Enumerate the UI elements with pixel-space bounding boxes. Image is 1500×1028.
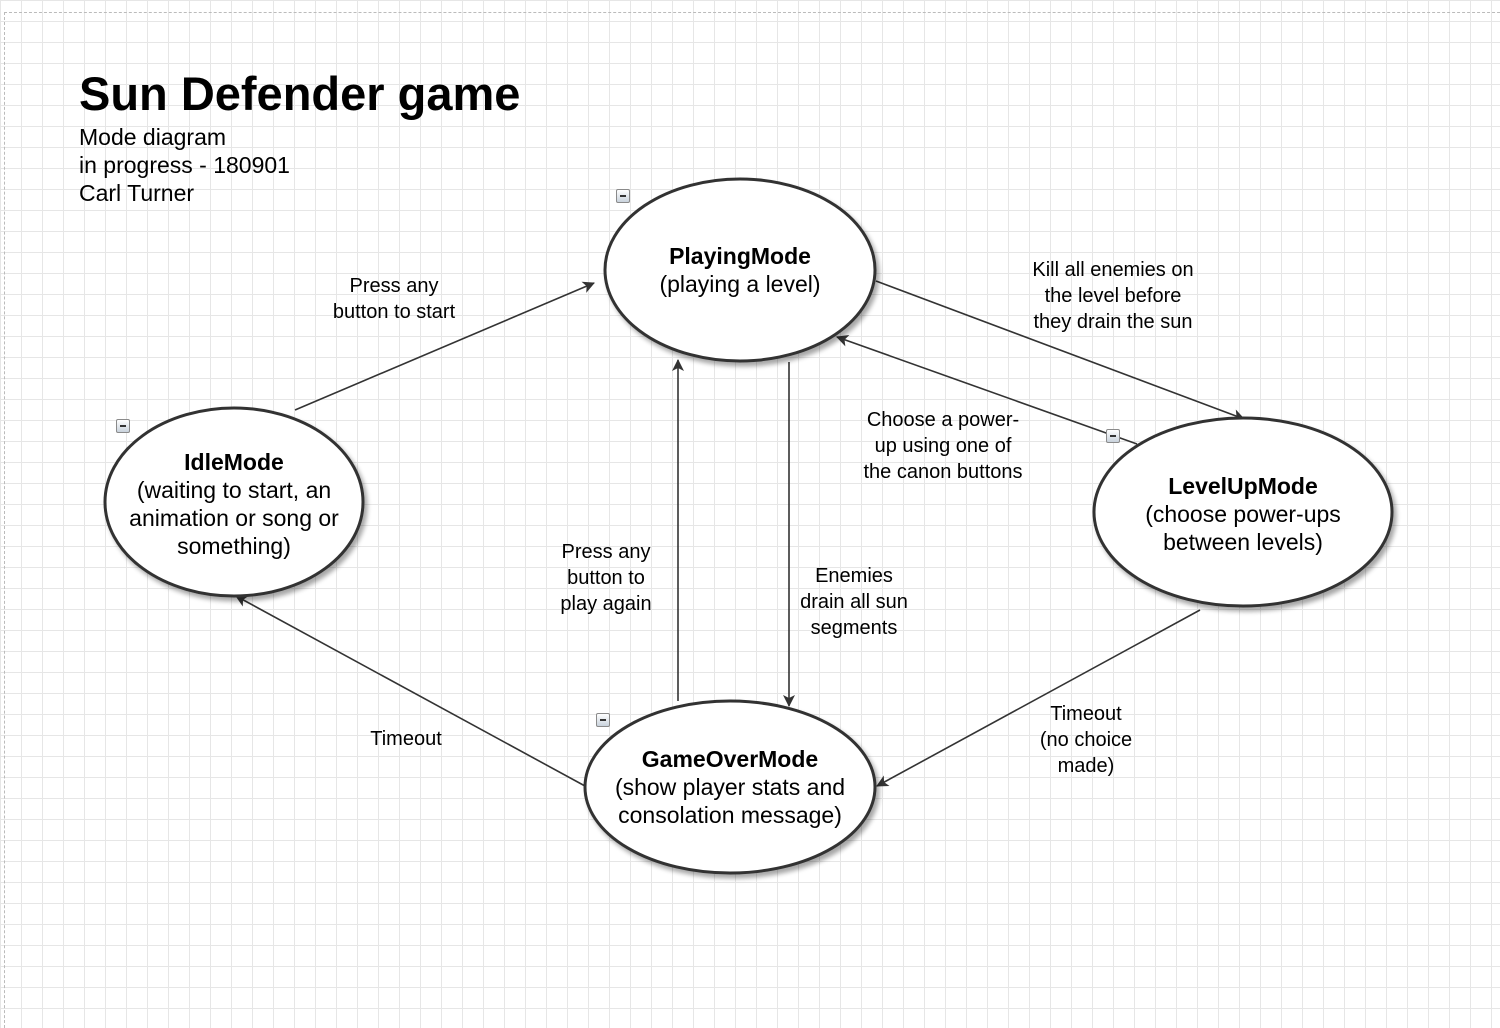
node-idle[interactable]: IdleMode (waiting to start, an animation… [104,420,364,588]
node-idle-name: IdleMode [184,449,284,475]
edge-label-playing-to-gameover: Enemies drain all sun segments [800,565,908,639]
edge-playing-to-levelup [875,280,1245,421]
node-levelup[interactable]: LevelUpMode (choose power-ups between le… [1103,430,1383,598]
node-playing-desc: (playing a level) [659,271,821,297]
subtitle-line-3: Carl Turner [79,180,195,206]
edge-label-levelup-to-playing: Choose a power- up using one of the cano… [863,409,1023,483]
edge-label-gameover-to-playing: Press any button to play again [560,541,652,615]
edge-label-gameover-to-idle: Timeout [370,728,442,750]
edge-levelup-to-gameover [876,609,1201,787]
node-idle-desc: (waiting to start, an animation or song … [129,477,339,559]
edge-idle-to-playing [294,281,595,411]
node-playing-ellipse[interactable] [603,177,877,363]
edge-label-idle-to-playing: Press any button to start [332,275,456,323]
subtitle-line-1: Mode diagram [79,124,227,150]
collapse-button-idle[interactable] [116,419,130,433]
node-gameover-desc: (show player stats and consolation messa… [614,774,846,828]
diagram-title: Sun Defender game [79,67,521,120]
collapse-button-levelup[interactable] [1106,429,1120,443]
edge-levelup-to-playing [836,335,1138,445]
node-playing[interactable]: PlayingMode (playing a level) [610,190,870,350]
subtitle-line-2: in progress - 180901 [79,152,290,178]
node-playing-name: PlayingMode [669,243,811,269]
node-gameover-name: GameOverMode [641,746,819,772]
node-levelup-desc: (choose power-ups between levels) [1145,501,1341,555]
edge-label-playing-to-levelup: Kill all enemies on the level before the… [1032,259,1194,333]
collapse-button-gameover[interactable] [596,713,610,727]
node-levelup-name: LevelUpMode [1168,473,1318,499]
page-border [4,12,1500,1028]
node-idle-ellipse[interactable] [103,406,365,598]
node-levelup-ellipse[interactable] [1092,416,1394,608]
node-gameover-ellipse[interactable] [583,699,877,875]
node-gameover[interactable]: GameOverMode (show player stats and cons… [590,711,870,863]
collapse-button-playing[interactable] [616,189,630,203]
edge-label-levelup-to-gameover: Timeout (no choice made) [1039,703,1133,777]
edge-gameover-to-idle [235,595,586,787]
